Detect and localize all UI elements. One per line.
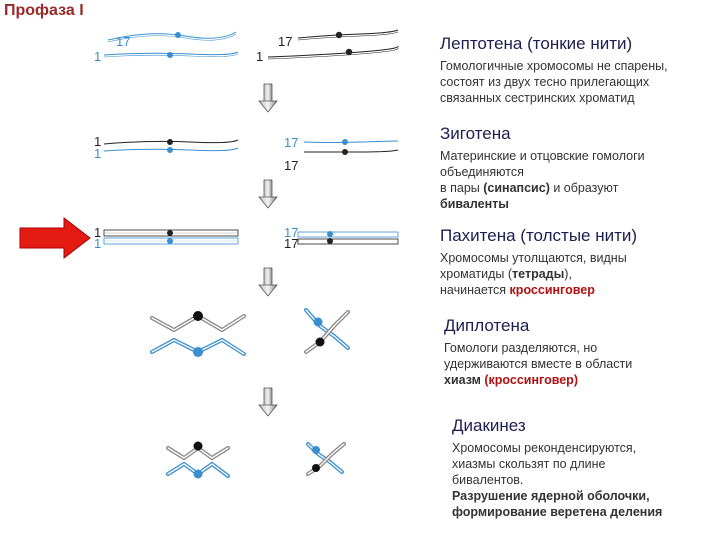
zygotene-right bbox=[303, 139, 399, 155]
stage-description: Хромосомы утолщаются, видны хроматиды (т… bbox=[440, 251, 627, 297]
stage-title: Пахитена (толстые нити) bbox=[440, 226, 638, 245]
svg-text:1: 1 bbox=[94, 146, 101, 161]
svg-text:17: 17 bbox=[284, 135, 298, 150]
svg-text:1: 1 bbox=[94, 225, 101, 240]
stage-title: Зиготена bbox=[440, 124, 511, 143]
stage-description: Гомологи разделяются, но удерживаются вм… bbox=[444, 341, 633, 387]
centromere bbox=[167, 147, 173, 153]
zygotene-left bbox=[103, 139, 239, 153]
page-title: Профаза I bbox=[4, 2, 84, 19]
stage-pachytene: Пахитена (толстые нити) Хромосомы утолща… bbox=[440, 226, 637, 298]
svg-text:17: 17 bbox=[284, 236, 298, 251]
centromere bbox=[313, 317, 323, 327]
centromere bbox=[193, 311, 203, 321]
stage-zygotene: Зиготена Материнские и отцовские гомолог… bbox=[440, 124, 645, 212]
centromere bbox=[345, 48, 353, 56]
centromere bbox=[335, 31, 343, 39]
svg-text:17: 17 bbox=[284, 225, 298, 240]
leptotene-right bbox=[267, 29, 399, 60]
down-arrow-icon bbox=[258, 83, 278, 113]
centromere bbox=[175, 32, 181, 38]
centromere bbox=[193, 441, 203, 451]
stage-description: Гомологичные хромосомы не спарены, состо… bbox=[440, 59, 668, 105]
current-stage-arrow-icon bbox=[19, 216, 91, 260]
stage-title: Диплотена bbox=[444, 316, 530, 335]
pachytene-left bbox=[103, 229, 239, 245]
centromere bbox=[315, 337, 325, 347]
down-arrow-icon bbox=[258, 387, 278, 417]
chromosome-labels: 17 1 17 1 1 1 17 17 1 1 17 17 bbox=[94, 34, 298, 251]
centromere bbox=[193, 469, 203, 479]
stage-diplotene: Диплотена Гомологи разделяются, но удерж… bbox=[444, 316, 632, 388]
centromere bbox=[327, 231, 333, 237]
stage-description: Хромосомы реконденсируются, хиазмы сколь… bbox=[452, 441, 663, 519]
centromere bbox=[342, 149, 348, 155]
pachytene-right bbox=[297, 231, 399, 245]
centromere bbox=[312, 464, 320, 472]
stage-description: Материнские и отцовские гомологи объедин… bbox=[440, 149, 645, 211]
centromere bbox=[193, 347, 203, 357]
stage-diakinesis: Диакинез Хромосомы реконденсируются, хиа… bbox=[452, 416, 662, 520]
stage-title: Диакинез bbox=[452, 416, 526, 435]
centromere bbox=[167, 139, 173, 145]
svg-text:1: 1 bbox=[94, 49, 101, 64]
svg-text:1: 1 bbox=[256, 49, 263, 64]
svg-text:17: 17 bbox=[116, 34, 130, 49]
diakinesis-right bbox=[306, 442, 346, 476]
centromere bbox=[167, 230, 173, 236]
centromere bbox=[167, 52, 173, 58]
diplotene-right bbox=[304, 308, 350, 354]
svg-text:17: 17 bbox=[284, 158, 298, 173]
diplotene-left bbox=[150, 311, 246, 357]
stage-leptotene: Лептотена (тонкие нити) Гомологичные хро… bbox=[440, 34, 668, 106]
centromere bbox=[312, 446, 320, 454]
leptotene-left bbox=[103, 31, 239, 58]
stage-title: Лептотена (тонкие нити) bbox=[440, 34, 633, 53]
svg-text:17: 17 bbox=[278, 34, 292, 49]
centromere bbox=[342, 139, 348, 145]
diakinesis-left bbox=[166, 441, 230, 479]
centromere bbox=[167, 238, 173, 244]
svg-text:1: 1 bbox=[94, 134, 101, 149]
svg-text:1: 1 bbox=[94, 236, 101, 251]
down-arrow-icon bbox=[258, 179, 278, 209]
down-arrow-icon bbox=[258, 267, 278, 297]
centromere bbox=[327, 238, 333, 244]
